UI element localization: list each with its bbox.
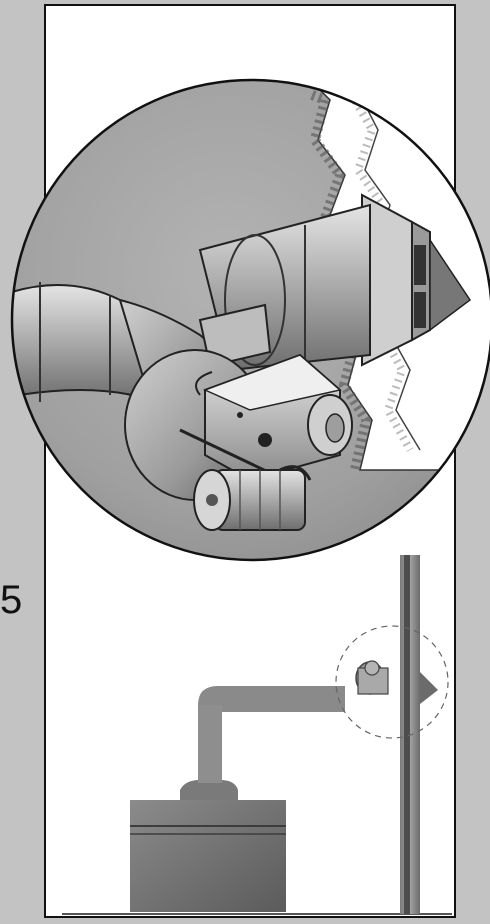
figure-number: 5: [0, 578, 23, 622]
detail-view: [10, 78, 490, 562]
flue-collar: [180, 780, 238, 800]
vent-horizontal-run: [198, 686, 345, 712]
installation-overview: [62, 555, 452, 915]
draft-inducer: [124, 349, 353, 501]
furnace: [130, 800, 286, 912]
vent-termination: [420, 672, 438, 704]
detail-callout-circle: [335, 625, 449, 739]
blower-motor: [193, 465, 312, 531]
control-box-port: [258, 433, 272, 447]
vent-riser: [198, 705, 222, 783]
detail-circle-outline: [10, 78, 490, 562]
wall-edge-left: [309, 90, 372, 472]
